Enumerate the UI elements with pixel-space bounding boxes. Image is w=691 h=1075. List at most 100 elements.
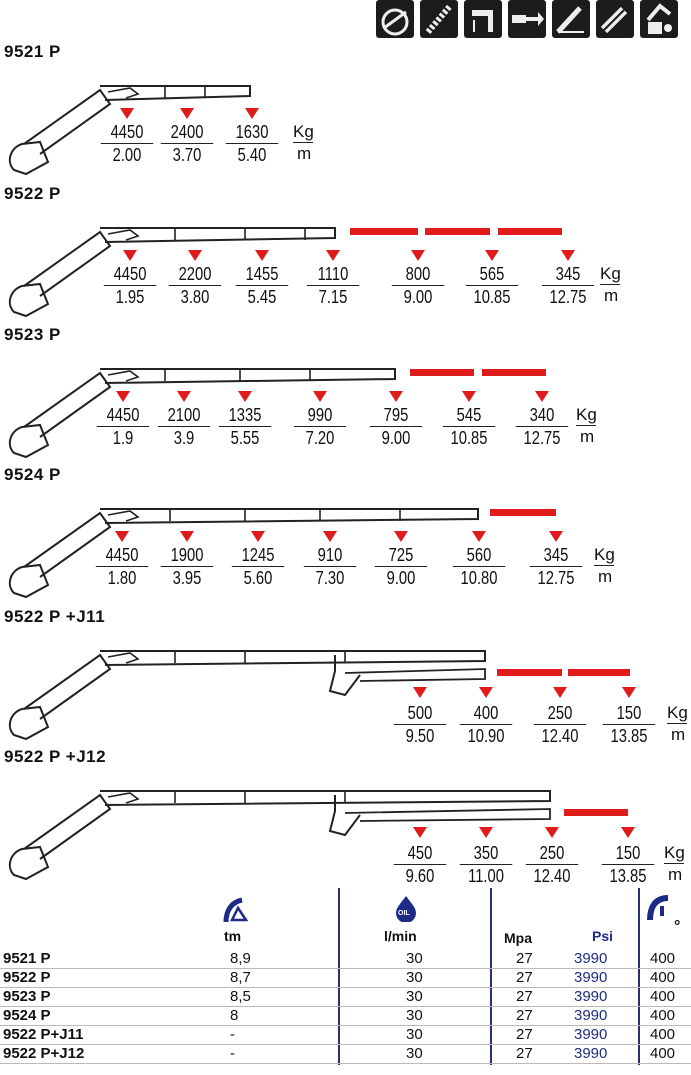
degree-header: ° — [674, 918, 681, 935]
load-marker — [245, 108, 259, 119]
load-capacity: 795 9.00 — [364, 405, 428, 449]
load-reach: 10.90 — [467, 726, 505, 746]
load-capacity: 990 7.20 — [288, 405, 352, 449]
extension-bar — [350, 228, 418, 235]
unit-kg: Kg — [576, 405, 597, 426]
crane-diagram — [8, 650, 636, 741]
boom-angle-icon — [552, 0, 590, 38]
outer-boom — [100, 790, 551, 806]
unit-kg: Kg — [664, 843, 685, 864]
svg-text:OIL: OIL — [398, 910, 410, 917]
load-marker — [413, 687, 427, 698]
load-kg: 1630 — [225, 122, 279, 144]
load-marker — [621, 827, 635, 838]
load-reach: 3.9 — [173, 428, 195, 448]
load-capacity: 2400 3.70 — [155, 122, 219, 166]
load-kg: 350 — [459, 843, 513, 865]
load-reach: 1.80 — [107, 568, 137, 588]
load-capacity: 250 12.40 — [520, 843, 584, 887]
load-kg: 2400 — [160, 122, 214, 144]
load-marker — [389, 391, 403, 402]
row-mpa: 27 — [516, 1026, 533, 1043]
extension-bar — [497, 669, 562, 676]
table-row: 9522 P+J12 - 30 27 3990 400 — [0, 1045, 691, 1064]
mpa-header: Mpa — [504, 930, 532, 946]
load-marker — [180, 108, 194, 119]
load-reach: 1.9 — [112, 428, 134, 448]
flow-header: l/min — [384, 928, 417, 944]
outer-boom — [100, 227, 336, 243]
load-kg: 1900 — [160, 545, 214, 567]
load-kg: 500 — [393, 703, 447, 725]
extension-bar — [568, 669, 630, 676]
load-marker — [462, 391, 476, 402]
load-kg: 250 — [533, 703, 587, 725]
load-kg: 250 — [525, 843, 579, 865]
load-marker — [177, 391, 191, 402]
load-kg: 400 — [459, 703, 513, 725]
row-model: 9522 P — [3, 969, 51, 986]
load-marker — [123, 250, 137, 261]
row-model: 9524 P — [3, 1007, 51, 1024]
slewing-angle-icon — [646, 894, 674, 922]
mounting-icon — [464, 0, 502, 38]
row-flow: 30 — [406, 1007, 423, 1024]
load-marker — [188, 250, 202, 261]
load-kg: 725 — [374, 545, 428, 567]
crane-section: 9524 P 4450 1.80 1900 3.95 1245 5.60 910… — [0, 465, 691, 605]
load-reach: 7.15 — [318, 287, 348, 307]
inner-boom — [23, 511, 112, 578]
slewing-ring-icon — [420, 0, 458, 38]
load-marker — [472, 531, 486, 542]
cabin-icon — [640, 0, 678, 38]
crane-column — [8, 140, 50, 176]
unit-kg: Kg — [667, 703, 688, 724]
crane-column — [8, 563, 50, 599]
oil-flow-icon: OIL — [392, 894, 420, 923]
crane-diagram — [8, 790, 635, 881]
crane-column — [8, 282, 50, 318]
load-marker — [116, 391, 130, 402]
row-model: 9523 P — [3, 988, 51, 1005]
load-marker — [115, 531, 129, 542]
row-psi: 3990 — [574, 988, 608, 1005]
row-mpa: 27 — [516, 1045, 533, 1062]
load-reach: 10.80 — [460, 568, 498, 588]
table-row: 9523 P 8,5 30 27 3990 400 — [0, 988, 691, 1007]
row-psi: 3990 — [574, 1026, 608, 1043]
load-kg: 800 — [391, 264, 445, 286]
row-psi: 3990 — [574, 969, 608, 986]
unit-kg: Kg — [600, 264, 621, 285]
load-kg: 565 — [465, 264, 519, 286]
row-psi: 3990 — [574, 1045, 608, 1062]
load-reach: 7.20 — [305, 428, 335, 448]
load-capacity: 250 12.40 — [528, 703, 592, 747]
psi-header: Psi — [592, 928, 614, 944]
model-title: 9522 P +J11 — [4, 607, 106, 626]
load-kg: 150 — [602, 703, 656, 725]
model-title: 9522 P +J12 — [4, 747, 107, 766]
load-kg: 560 — [452, 545, 506, 567]
row-mpa: 27 — [516, 950, 533, 967]
row-tm: 8,5 — [230, 988, 251, 1005]
load-capacity: 1630 5.40 — [220, 122, 284, 166]
model-title: 9523 P — [4, 325, 61, 344]
load-capacity: 1335 5.55 — [213, 405, 277, 449]
load-capacity: 345 12.75 — [536, 264, 600, 308]
load-kg: 450 — [393, 843, 447, 865]
crane-section: 9521 P 4450 2.00 2400 3.70 1630 5.40 Kg … — [0, 42, 691, 182]
load-marker — [549, 531, 563, 542]
load-marker — [180, 531, 194, 542]
load-kg: 1245 — [231, 545, 285, 567]
load-reach: 1.95 — [115, 287, 145, 307]
row-flow: 30 — [406, 988, 423, 1005]
outer-boom — [100, 368, 396, 384]
table-row: 9522 P 8,7 30 27 3990 400 — [0, 969, 691, 988]
load-capacity: 4450 2.00 — [95, 122, 159, 166]
column-divider — [338, 888, 340, 1065]
load-capacity: 345 12.75 — [524, 545, 588, 589]
load-kg: 1455 — [235, 264, 289, 286]
load-marker — [255, 250, 269, 261]
column-divider — [638, 888, 640, 1065]
load-reach: 9.00 — [381, 428, 411, 448]
